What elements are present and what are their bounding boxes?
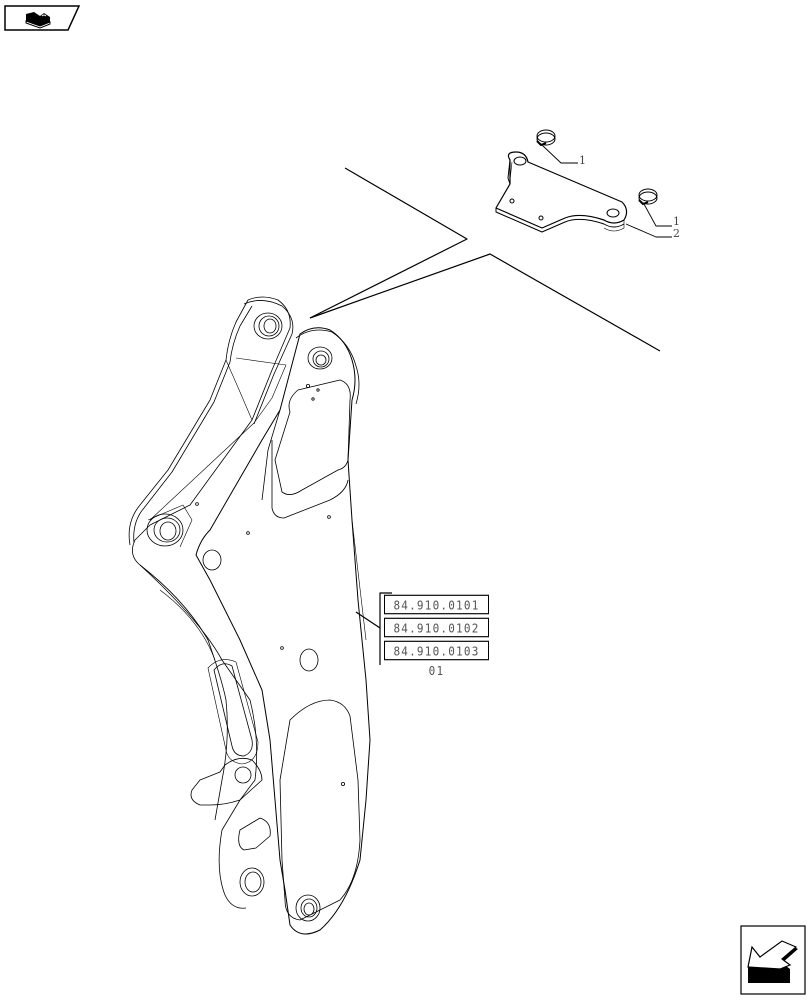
- loader-arm: [128, 296, 371, 935]
- callout-leaders: [541, 144, 672, 238]
- reference-bracket: [355, 592, 392, 665]
- book-arrow-icon: [4, 5, 81, 31]
- retaining-clip-upper: [536, 129, 556, 146]
- reference-link-2[interactable]: 84.910.0102 01: [384, 617, 489, 656]
- callout-1-lower: 1: [673, 215, 680, 228]
- reference-link-1[interactable]: 84.910.0101 01: [384, 594, 489, 633]
- explosion-lines: [309, 167, 661, 352]
- link-plate: [495, 151, 628, 233]
- back-button[interactable]: [4, 4, 81, 32]
- retaining-clip-lower: [638, 188, 658, 205]
- callout-1-upper: 1: [579, 154, 586, 167]
- reference-link-3[interactable]: 84.910.0103 01: [384, 640, 489, 679]
- callout-2: 2: [673, 227, 680, 240]
- next-button[interactable]: [740, 925, 806, 995]
- arrow-down-left-icon: [740, 925, 806, 995]
